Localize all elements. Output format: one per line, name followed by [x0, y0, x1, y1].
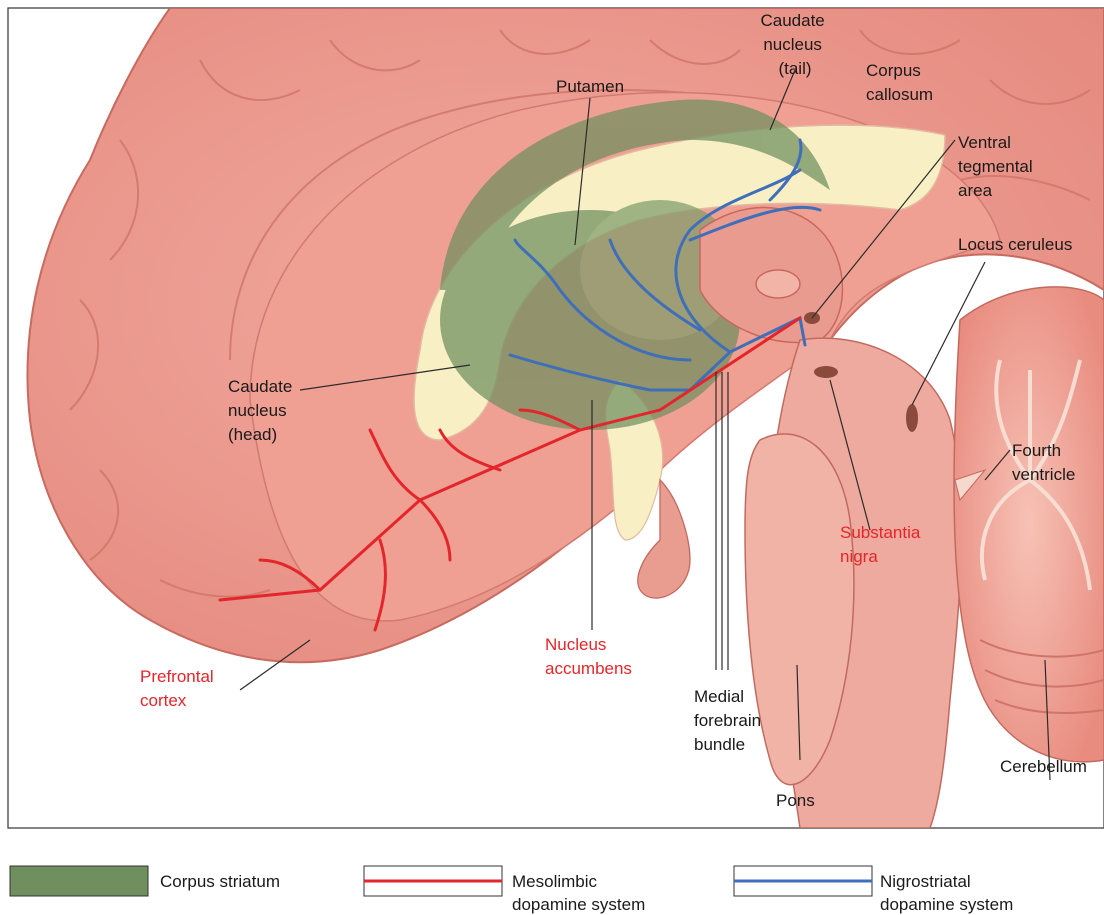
legend-item-corpus-striatum: Corpus striatum	[10, 866, 280, 896]
locus-ceruleus-nucleus	[906, 404, 918, 432]
interthalamic-adhesion	[756, 270, 800, 298]
label-locus-ceruleus: Locus ceruleus	[958, 235, 1072, 254]
legend-label-mesolimbic: Mesolimbic dopamine system	[512, 872, 645, 914]
label-pons: Pons	[776, 791, 815, 810]
substantia-nigra-nucleus	[814, 366, 838, 378]
legend: Corpus striatum Mesolimbic dopamine syst…	[10, 866, 1013, 914]
legend-label-nigrostriatal: Nigrostriatal dopamine system	[880, 872, 1013, 914]
legend-item-nigrostriatal: Nigrostriatal dopamine system	[734, 866, 1013, 914]
label-putamen: Putamen	[556, 77, 624, 96]
legend-item-mesolimbic: Mesolimbic dopamine system	[364, 866, 645, 914]
legend-swatch-striatum	[10, 866, 148, 896]
legend-label-striatum: Corpus striatum	[160, 872, 280, 891]
label-cerebellum: Cerebellum	[1000, 757, 1087, 776]
